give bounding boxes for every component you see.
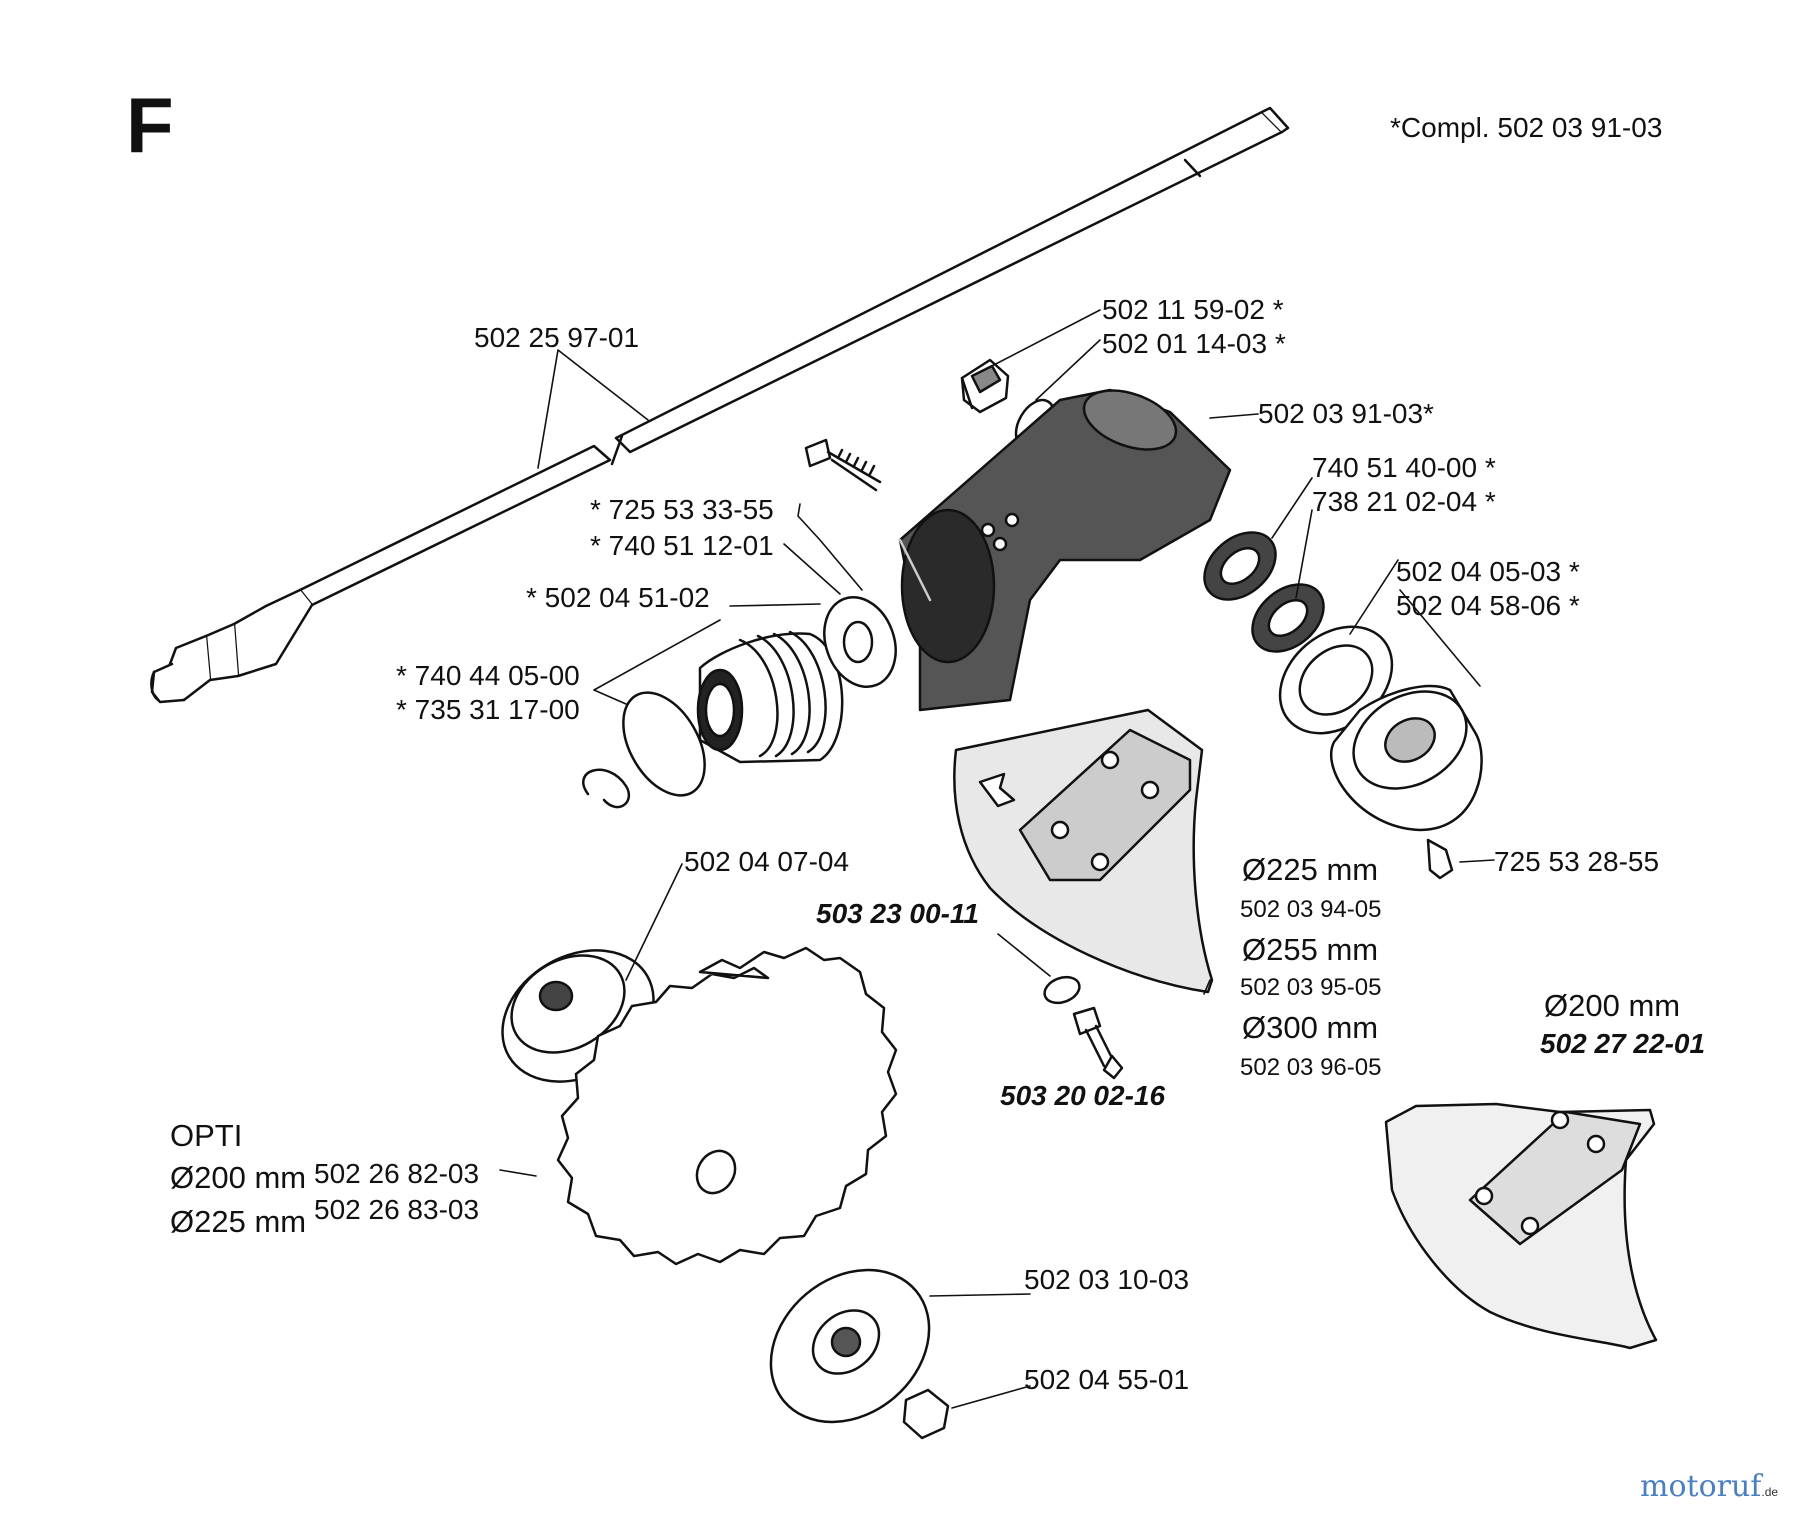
watermark-suffix: .de <box>1761 1485 1779 1499</box>
label-bearing-1: 740 51 40-00 * <box>1312 452 1496 483</box>
bearing-left <box>823 595 897 689</box>
drive-shaft <box>150 106 1290 704</box>
sleeve-part <box>696 630 844 764</box>
thrust-washer <box>769 1268 931 1424</box>
label-sleeve: * 502 04 51-02 <box>526 582 710 613</box>
label-bearing-left: * 740 51 12-01 <box>590 530 774 561</box>
label-screw-left: * 725 53 33-55 <box>590 494 774 525</box>
guard-200 <box>1384 1102 1658 1350</box>
label-bearing-2: 738 21 02-04 * <box>1312 486 1496 517</box>
watermark-text: motoruf <box>1640 1469 1762 1504</box>
saw-blade <box>556 946 898 1266</box>
label-washer-bold: 503 23 00-11 <box>816 898 979 929</box>
screw-left <box>804 438 882 492</box>
screw-right <box>1426 838 1454 880</box>
part-blade-200: 502 26 82-03 <box>314 1158 480 1189</box>
label-guard-255: Ø255 mm <box>1242 932 1379 967</box>
part-guard-300: 502 03 96-05 <box>1240 1054 1382 1081</box>
label-flange: 502 04 58-06 * <box>1396 590 1580 621</box>
bearing-pair <box>1203 531 1325 653</box>
label-guard-300: Ø300 mm <box>1242 1010 1379 1045</box>
blade-guard <box>953 708 1214 994</box>
label-thrust-washer: 502 03 10-03 <box>1024 1264 1190 1295</box>
label-gear-housing: 502 03 91-03* <box>1258 398 1434 429</box>
label-flange-washer: 502 04 05-03 * <box>1396 556 1580 587</box>
part-guard-225: 502 03 94-05 <box>1240 896 1382 923</box>
section-letter: F <box>126 81 174 169</box>
washer-bold <box>1043 975 1081 1005</box>
label-guard-200: Ø200 mm <box>1544 988 1681 1023</box>
label-retaining-ring-2: * 735 31 17-00 <box>396 694 580 725</box>
label-retaining-ring-1: * 740 44 05-00 <box>396 660 580 691</box>
leader-lines <box>499 309 1495 1409</box>
part-guard-200: 502 27 22-01 <box>1540 1028 1706 1059</box>
label-screw-right: 725 53 28-55 <box>1494 846 1660 877</box>
label-support-cup: 502 04 07-04 <box>684 846 850 877</box>
screw-bold <box>1072 1006 1124 1080</box>
label-blade-200: Ø200 mm <box>170 1160 307 1195</box>
gear-housing <box>898 388 1232 712</box>
plug-part <box>960 358 1010 414</box>
label-blade-225: Ø225 mm <box>170 1204 307 1239</box>
label-o-ring-top: 502 01 14-03 * <box>1102 328 1286 359</box>
flange-assembly <box>1278 625 1483 832</box>
retaining-ring-large <box>622 691 706 797</box>
retaining-ring-small <box>582 768 630 809</box>
part-blade-225: 502 26 83-03 <box>314 1194 480 1225</box>
nut <box>902 1388 950 1440</box>
part-guard-255: 502 03 95-05 <box>1240 974 1382 1001</box>
label-guard-225: Ø225 mm <box>1242 852 1379 887</box>
complete-note: *Compl. 502 03 91-03 <box>1390 112 1663 143</box>
label-screw-bold: 503 20 02-16 <box>1000 1080 1166 1111</box>
label-opti: OPTI <box>170 1118 243 1153</box>
watermark-logo: motoruf.de <box>1640 1472 1778 1502</box>
label-plug: 502 11 59-02 * <box>1102 294 1284 325</box>
label-shaft: 502 25 97-01 <box>474 322 640 353</box>
label-nut: 502 04 55-01 <box>1024 1364 1190 1395</box>
